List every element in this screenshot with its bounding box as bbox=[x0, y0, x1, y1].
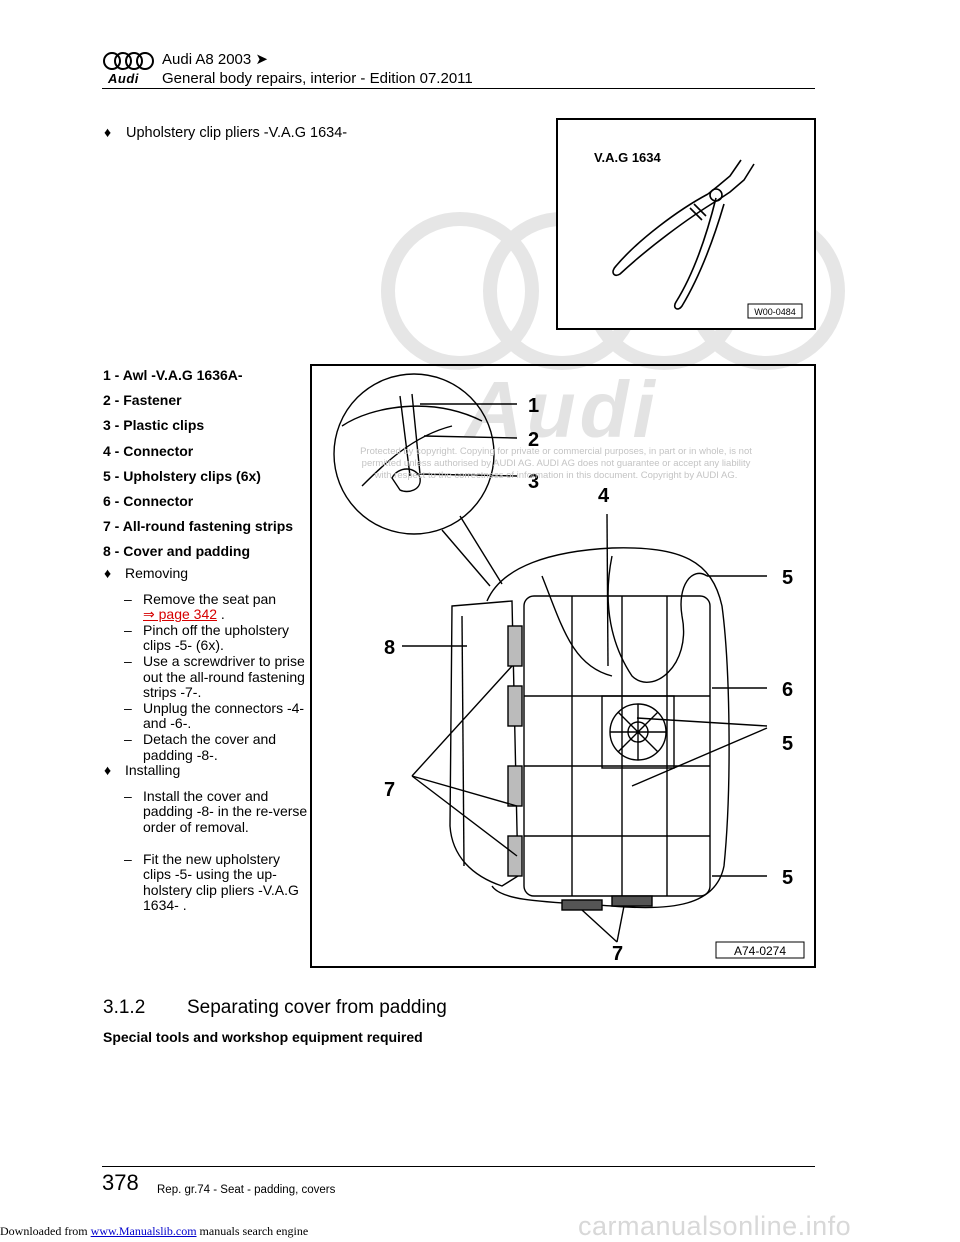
bullet-icon: ♦ bbox=[104, 762, 112, 779]
section-title: Separating cover from padding bbox=[187, 997, 447, 1018]
bullet-icon: ♦ bbox=[104, 565, 112, 581]
tool-item: ♦ Upholstery clip pliers -V.A.G 1634- bbox=[104, 124, 347, 141]
removing-heading: ♦Removing bbox=[104, 565, 189, 581]
legend-item: 6 - Connector bbox=[103, 492, 194, 509]
header-title: Audi A8 2003 ➤ bbox=[162, 50, 268, 68]
legend-item: 7 - All-round fastening strips bbox=[103, 518, 294, 535]
dash-icon: – bbox=[124, 590, 132, 607]
callout-6: 6 bbox=[782, 679, 793, 701]
step-item: –Detach the cover and padding -8-. bbox=[124, 730, 277, 763]
callout-5: 5 bbox=[782, 567, 793, 589]
header-model: Audi A8 2003 bbox=[162, 51, 252, 68]
dash-icon: – bbox=[124, 621, 132, 638]
tool-text: Upholstery clip pliers -V.A.G 1634- bbox=[126, 125, 348, 141]
legend-item: 3 - Plastic clips bbox=[103, 417, 205, 434]
pliers-illustration: V.A.G 1634 W00-0484 bbox=[556, 118, 816, 330]
callout-4: 4 bbox=[598, 485, 610, 507]
seat-drawing: 1 2 3 4 5 8 6 5 7 5 7 A74-0274 bbox=[333, 373, 805, 965]
callout-5: 5 bbox=[782, 733, 793, 755]
dash-icon: – bbox=[124, 652, 132, 669]
callout-5: 5 bbox=[782, 867, 793, 889]
dash-icon: – bbox=[124, 730, 132, 747]
diagram-code: A74-0274 bbox=[734, 944, 786, 958]
dash-icon: – bbox=[124, 850, 132, 867]
watermark-wordmark: Audi bbox=[465, 365, 659, 454]
header-divider bbox=[102, 88, 815, 89]
copyright-watermark: Protected by copyright. Copying for priv… bbox=[360, 446, 752, 481]
procedure-steps: ♦Removing –Remove the seat pan⇒ page 342… bbox=[103, 565, 308, 914]
step-item: –Install the cover and padding -8- in th… bbox=[124, 787, 308, 835]
step-item: –Remove the seat pan⇒ page 342 . bbox=[124, 590, 277, 623]
audi-rings-logo bbox=[103, 52, 154, 70]
manualslib-link[interactable]: www.Manualslib.com bbox=[90, 1224, 197, 1238]
installing-heading: ♦Installing bbox=[104, 762, 181, 779]
step-item: –Pinch off the upholstery clips -5- (6x)… bbox=[124, 621, 290, 654]
callout-3: 3 bbox=[528, 471, 539, 493]
page-number: 378 bbox=[102, 1170, 139, 1195]
callout-7: 7 bbox=[384, 779, 395, 801]
callout-2: 2 bbox=[528, 429, 539, 451]
footer-text: Rep. gr.74 - Seat - padding, covers bbox=[157, 1184, 336, 1196]
legend-item: 8 - Cover and padding bbox=[103, 543, 251, 560]
callout-7: 7 bbox=[612, 943, 623, 965]
legend-item: 4 - Connector bbox=[103, 442, 194, 459]
dash-icon: – bbox=[124, 787, 132, 804]
legend-item: 2 - Fastener bbox=[103, 392, 182, 409]
seat-diagram: 1 2 3 4 5 8 6 5 7 5 7 A74-0274 bbox=[310, 364, 816, 968]
legend-item: 5 - Upholstery clips (6x) bbox=[103, 467, 261, 484]
next-page-arrow[interactable]: ➤ bbox=[255, 51, 268, 68]
section-subtitle: Special tools and workshop equipment req… bbox=[103, 1029, 423, 1045]
section-number: 3.1.2 bbox=[103, 997, 146, 1018]
step-item: –Unplug the connectors -4- and -6-. bbox=[124, 699, 305, 732]
bullet-icon: ♦ bbox=[104, 124, 112, 140]
legend-item: 1 - Awl -V.A.G 1636A- bbox=[103, 367, 243, 383]
pliers-image-code: W00-0484 bbox=[754, 307, 796, 317]
legend-list: 1 - Awl -V.A.G 1636A- 2 - Fastener 3 - P… bbox=[103, 367, 308, 569]
site-watermark: carmanualsonline.info bbox=[578, 1211, 852, 1241]
page-link[interactable]: ⇒ page 342 bbox=[143, 606, 218, 623]
audi-wordmark: Audi bbox=[108, 71, 139, 86]
dash-icon: – bbox=[124, 699, 132, 716]
pliers-label: V.A.G 1634 bbox=[594, 150, 662, 165]
footer-divider bbox=[102, 1166, 815, 1167]
callout-1: 1 bbox=[528, 395, 539, 417]
header-subtitle: General body repairs, interior - Edition… bbox=[162, 70, 473, 87]
pliers-drawing: V.A.G 1634 W00-0484 bbox=[594, 150, 803, 319]
callout-8: 8 bbox=[384, 637, 395, 659]
step-item: –Use a screwdriver to prise out the all-… bbox=[124, 652, 305, 701]
download-bar: Downloaded from www.Manualslib.com manua… bbox=[0, 1224, 309, 1238]
step-item: –Fit the new upholstery clips -5- using … bbox=[124, 850, 299, 914]
